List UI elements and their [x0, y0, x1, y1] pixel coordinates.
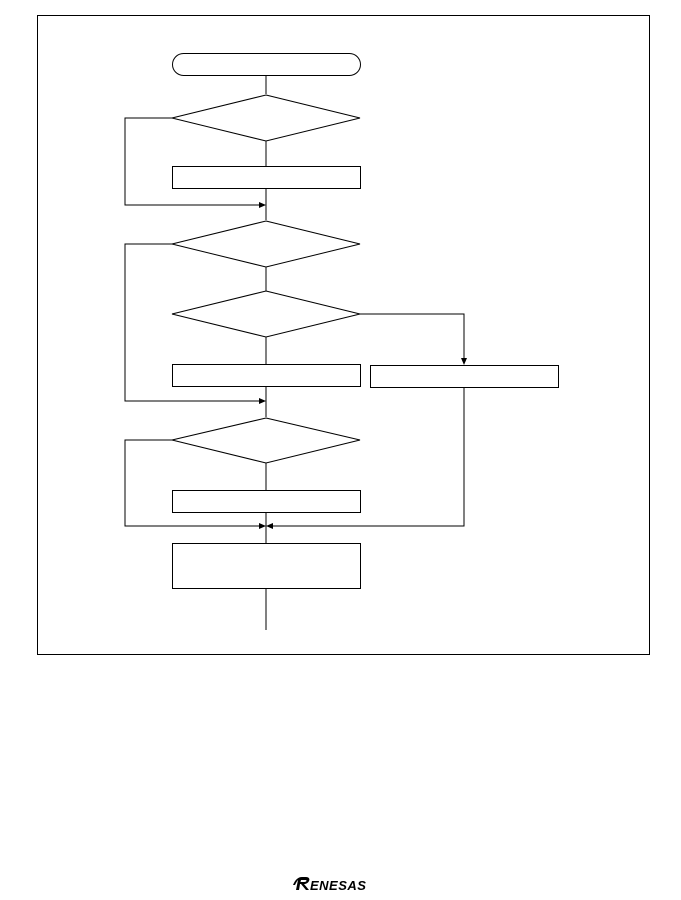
arrowhead-merge-3-right [266, 523, 273, 529]
process-3-box [172, 490, 361, 513]
decision-3-diamond [171, 290, 361, 338]
process-2b-box [370, 365, 559, 388]
connector-decision-3-to-process-2b [360, 313, 465, 360]
connector-decision-4-bypass [124, 439, 262, 527]
process-1-box [172, 166, 361, 189]
connector-decision-1-bypass [124, 117, 262, 206]
logo-wordmark: ENESAS [310, 878, 366, 893]
arrowhead-process-2b [461, 358, 467, 365]
arrowhead-merge-2 [259, 398, 266, 404]
connectors [124, 76, 465, 630]
arrowhead-merge-3-left [259, 523, 266, 529]
renesas-logo: ENESAS [293, 877, 366, 893]
decision-4-diamond [171, 417, 361, 464]
final-process-box [172, 543, 361, 589]
arrowheads [259, 202, 467, 529]
logo-r-glyph [293, 877, 310, 890]
arrowhead-merge-1 [259, 202, 266, 208]
decision-1-diamond [171, 94, 361, 142]
connector-process-2b-return [270, 388, 465, 527]
start-terminator [172, 53, 361, 76]
nodes [171, 53, 559, 589]
connector-decision-2-bypass [124, 243, 262, 402]
process-2a-box [172, 364, 361, 387]
decision-2-diamond [171, 220, 361, 268]
